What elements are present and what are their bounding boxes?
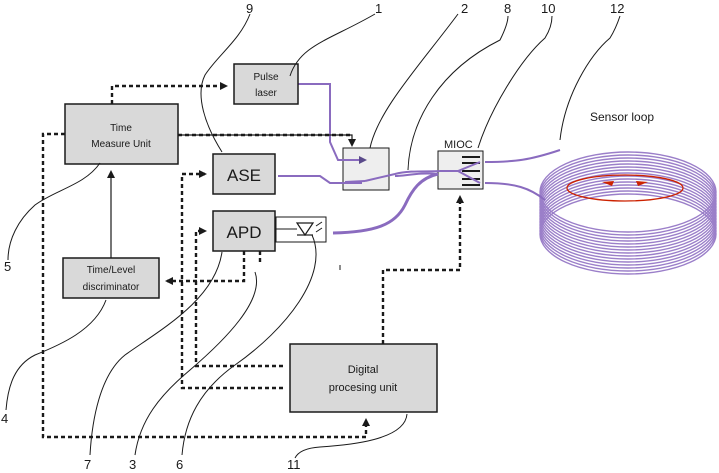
pulse-laser-block: Pulse laser — [233, 63, 299, 105]
time-level-discriminator-block: Time/Level discriminator — [62, 257, 160, 299]
ase-block: ASE — [212, 153, 276, 195]
pulse-laser-label-2: laser — [255, 88, 277, 99]
ref-number-9: 9 — [246, 1, 253, 16]
ref-number-6: 6 — [176, 457, 183, 472]
rotation-indicator — [566, 174, 684, 202]
ref-number-10: 10 — [541, 1, 555, 16]
time-measure-label-2: Measure Unit — [91, 139, 151, 150]
digital-label-2: procesing unit — [329, 382, 398, 394]
coupler-box — [342, 147, 390, 191]
ref-number-8: 8 — [504, 1, 511, 16]
sensor-loop-label: Sensor loop — [590, 110, 654, 124]
ref-number-4: 4 — [1, 411, 8, 426]
ref-number-3: 3 — [129, 457, 136, 472]
ref-number-12: 12 — [610, 1, 624, 16]
sensor-loop-coil — [539, 151, 717, 275]
ref-number-2: 2 — [461, 1, 468, 16]
time-measure-unit-block: Time Measure Unit — [64, 103, 179, 165]
digital-processing-unit-block: Digital procesing unit — [289, 343, 438, 413]
photodiode-icon — [275, 216, 327, 243]
ref-number-11: 11 — [287, 457, 301, 472]
time-measure-label-1: Time — [110, 123, 132, 134]
apd-label: APD — [227, 223, 262, 242]
ase-label: ASE — [227, 166, 261, 185]
discriminator-label-1: Time/Level — [87, 265, 136, 276]
mioc-block — [437, 150, 484, 190]
mioc-label: MIOC — [444, 139, 473, 151]
pulse-laser-label-1: Pulse — [253, 72, 278, 83]
ref-number-7: 7 — [84, 457, 91, 472]
ref-number-1: 1 — [375, 1, 382, 16]
digital-label-1: Digital — [348, 364, 379, 376]
ref-number-5: 5 — [4, 259, 11, 274]
apd-block: APD — [212, 210, 276, 252]
discriminator-label-2: discriminator — [83, 282, 140, 293]
